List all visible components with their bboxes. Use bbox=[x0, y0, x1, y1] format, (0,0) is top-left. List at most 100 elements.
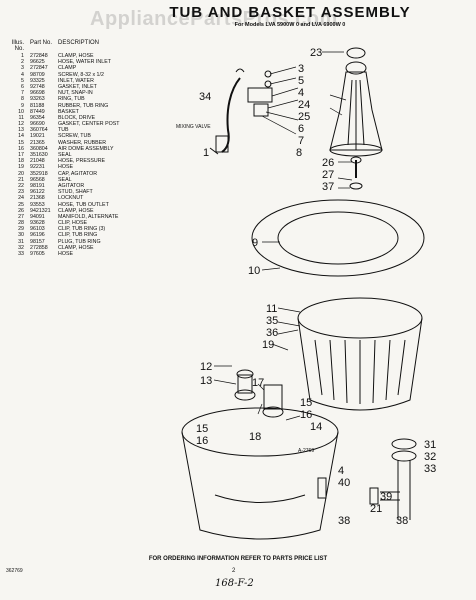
row-part-no: 352918 bbox=[30, 170, 48, 177]
mixing-valve bbox=[209, 135, 229, 155]
row-illus-no: 33 bbox=[18, 251, 24, 257]
agitator bbox=[329, 47, 383, 157]
handwritten-note: 168-F-2 bbox=[215, 578, 254, 589]
row-illus-no: 14 bbox=[18, 133, 24, 140]
row-description: INLET, WATER bbox=[58, 77, 94, 84]
row-description: WASHER, RUBBER bbox=[58, 139, 107, 146]
row-description: MANIFOLD, ALTERNATE bbox=[58, 213, 119, 220]
row-illus-no: 11 bbox=[18, 114, 25, 121]
callout: 36 bbox=[266, 327, 278, 339]
row-part-no: 96196 bbox=[30, 232, 45, 239]
header-part-no: Part No. bbox=[30, 40, 53, 46]
parts-list-row: 17 351630 SEAL bbox=[6, 152, 176, 158]
callout: 6 bbox=[298, 123, 304, 135]
callout: 37 bbox=[322, 181, 334, 193]
basket bbox=[297, 297, 423, 411]
row-description: LOCKNUT bbox=[58, 195, 84, 202]
row-description: SEAL bbox=[58, 152, 72, 158]
row-illus-no: 28 bbox=[18, 220, 24, 227]
row-illus-no: 22 bbox=[18, 182, 24, 189]
parts-list-header: Illus. No. Part No. DESCRIPTION bbox=[6, 40, 176, 52]
callout: 31 bbox=[424, 439, 436, 451]
row-description: SCREW, 8-32 x 1/2 bbox=[58, 71, 104, 78]
callout: 40 bbox=[338, 477, 350, 489]
callout: 15 bbox=[300, 397, 312, 409]
header-description: DESCRIPTION bbox=[58, 40, 100, 46]
row-illus-no: 16 bbox=[18, 145, 24, 152]
row-description: CLIP, TUB RING bbox=[58, 232, 98, 239]
callout: 26 bbox=[322, 157, 334, 169]
row-part-no: 93553 bbox=[30, 201, 45, 208]
callout: 38 bbox=[396, 515, 408, 527]
row-illus-no: 17 bbox=[18, 152, 24, 158]
row-description: PLUG, TUB RING bbox=[58, 238, 101, 245]
row-part-no: 19021 bbox=[30, 133, 45, 140]
callout: 23 bbox=[310, 47, 322, 59]
air-dome bbox=[234, 369, 256, 401]
agitator-stud bbox=[349, 156, 363, 190]
row-illus-no: 21 bbox=[18, 176, 24, 183]
row-part-no: 81188 bbox=[30, 102, 45, 109]
row-illus-no: 23 bbox=[18, 189, 24, 196]
callout: 18 bbox=[249, 431, 261, 443]
row-illus-no: 3 bbox=[21, 65, 24, 72]
callout: 39 bbox=[380, 491, 392, 503]
callout: 14 bbox=[310, 421, 322, 433]
row-part-no: 96698 bbox=[30, 90, 45, 97]
parts-list-row: 14 19021 SCREW, TUB bbox=[6, 133, 176, 139]
callout-labels: MIXING VALVE A-2769 23 3 5 4 34 24 25 6 … bbox=[176, 47, 436, 527]
parts-list-row: 26 9421321 CLAMP, HOSE bbox=[6, 208, 176, 214]
row-description: CLAMP, HOSE bbox=[58, 53, 94, 59]
row-illus-no: 32 bbox=[18, 244, 24, 251]
row-description: HOSE, PRESSURE bbox=[58, 158, 106, 165]
callout: 11 bbox=[266, 303, 277, 315]
row-description: SCREW, TUB bbox=[58, 133, 91, 140]
row-part-no: 97605 bbox=[30, 251, 45, 257]
row-part-no: 9421321 bbox=[30, 207, 51, 214]
row-illus-no: 7 bbox=[21, 90, 24, 97]
callout: 33 bbox=[424, 463, 436, 475]
row-part-no: 96690 bbox=[30, 121, 45, 128]
row-description: BASKET bbox=[58, 108, 79, 115]
row-illus-no: 26 bbox=[18, 207, 24, 214]
row-part-no: 21048 bbox=[30, 158, 45, 165]
row-illus-no: 15 bbox=[18, 139, 24, 146]
parts-list-row: 33 97605 HOSE bbox=[6, 251, 176, 257]
row-description: HOSE bbox=[58, 251, 74, 257]
row-part-no: 351630 bbox=[30, 152, 48, 158]
callout: 15 bbox=[196, 423, 208, 435]
row-description: CLAMP, HOSE bbox=[58, 244, 94, 251]
row-illus-no: 24 bbox=[18, 195, 24, 202]
row-illus-no: 20 bbox=[18, 170, 24, 177]
row-illus-no: 6 bbox=[21, 83, 24, 90]
tub-outlet-hose bbox=[369, 438, 417, 520]
row-description: CLAMP bbox=[58, 65, 77, 72]
row-description: STUD, SHAFT bbox=[58, 189, 93, 196]
reference-label: A-2769 bbox=[298, 448, 314, 454]
row-illus-no: 31 bbox=[18, 238, 24, 245]
row-description: CLAMP, HOSE bbox=[58, 207, 94, 214]
callout: 13 bbox=[200, 375, 212, 387]
callout: 5 bbox=[298, 75, 304, 87]
row-part-no: 272858 bbox=[30, 244, 48, 251]
row-illus-no: 1 bbox=[21, 53, 24, 59]
row-part-no: 87449 bbox=[30, 108, 45, 115]
tub-ring bbox=[251, 199, 425, 277]
row-illus-no: 29 bbox=[18, 226, 24, 233]
row-description: TUB bbox=[58, 127, 69, 134]
callout: 4 bbox=[298, 87, 304, 99]
